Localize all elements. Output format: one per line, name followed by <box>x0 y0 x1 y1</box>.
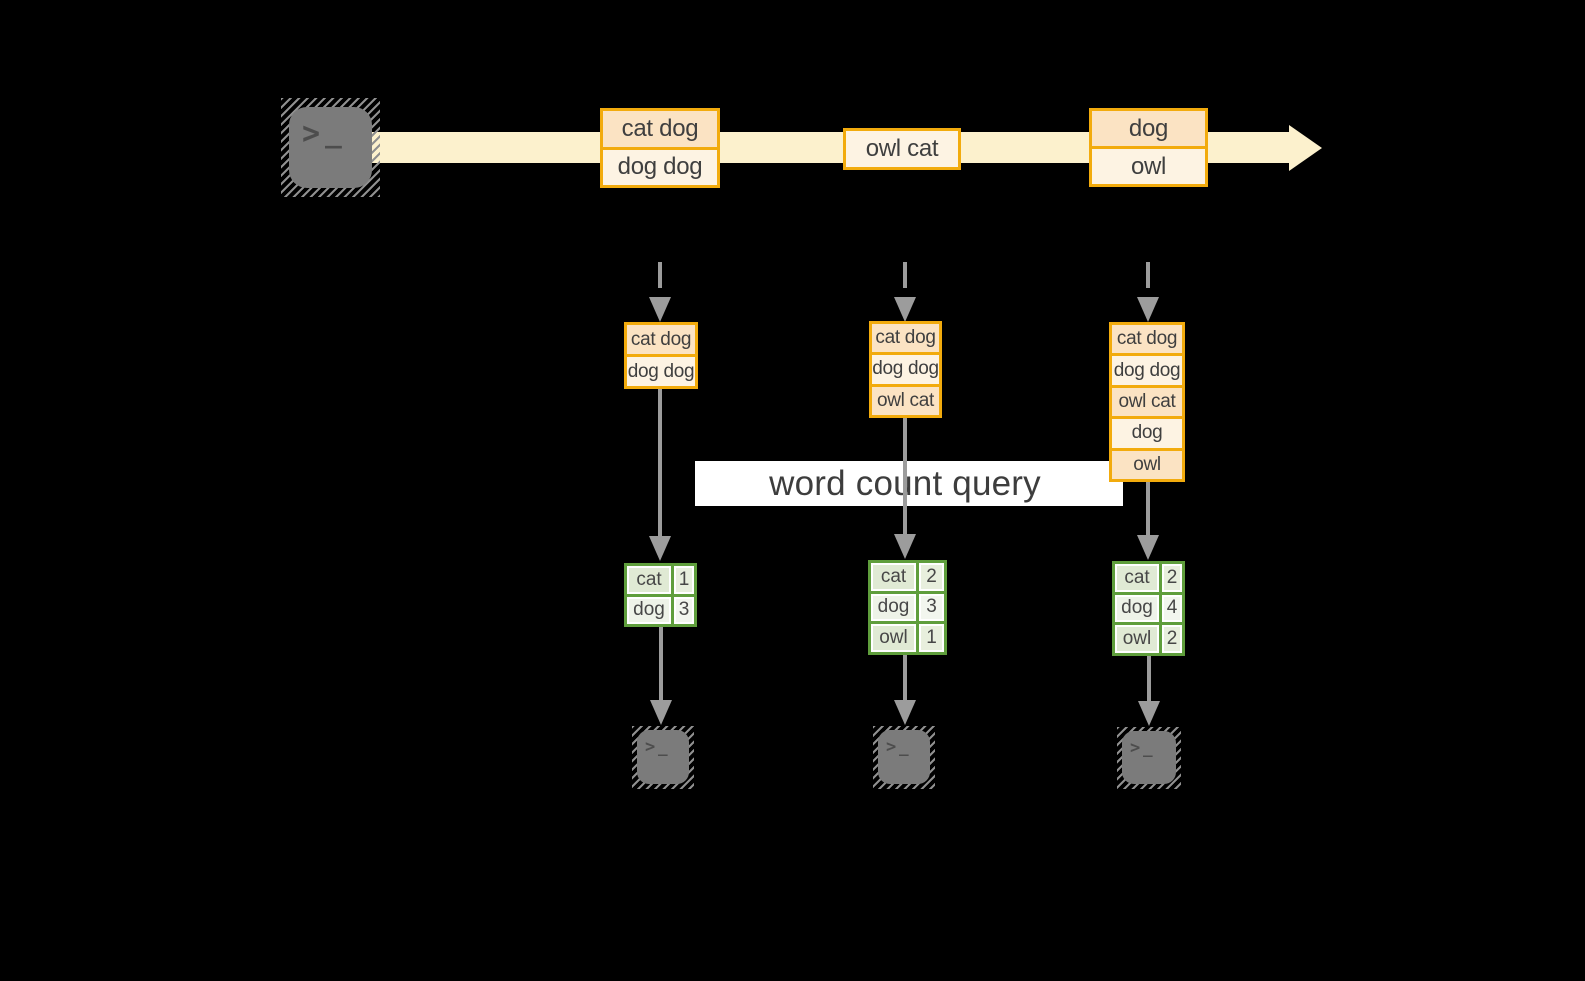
count-cell: 2 <box>919 563 944 591</box>
prompt-chevron-icon: > <box>1130 738 1141 758</box>
terminal-screen: > _ <box>1122 731 1176 784</box>
output-terminal-icon-3: > _ <box>1117 727 1181 789</box>
buffer-cell: owl cat <box>1112 384 1182 417</box>
stream-event-cell: owl cat <box>846 131 958 167</box>
buffer-box-1: cat dog dog dog <box>624 322 698 389</box>
word-cell: owl <box>1115 625 1159 653</box>
buffer-cell: cat dog <box>872 324 939 353</box>
prompt-underscore-icon: _ <box>325 116 342 149</box>
prompt-underscore-icon: _ <box>658 737 668 756</box>
buffer-cell: dog dog <box>872 352 939 384</box>
output-terminal-icon-2: > _ <box>873 726 935 789</box>
word-cell: cat <box>627 566 671 594</box>
buffer-cell: owl <box>1112 447 1182 480</box>
emit-arrow-2 <box>894 655 916 725</box>
query-arrow-3 <box>1137 482 1159 560</box>
word-cell: dog <box>1115 594 1159 623</box>
word-cell: cat <box>871 563 916 591</box>
prompt-chevron-icon: > <box>645 737 656 757</box>
count-cell: 2 <box>1162 625 1182 653</box>
count-cell: 2 <box>1162 564 1182 592</box>
query-arrow-1 <box>649 389 671 561</box>
emit-arrow-1 <box>650 627 672 725</box>
buffer-cell: owl cat <box>872 383 939 415</box>
buffer-cell: dog dog <box>627 354 695 386</box>
prompt-underscore-icon: _ <box>899 737 909 756</box>
query-banner: word count query <box>695 461 1123 506</box>
buffer-cell: dog <box>1112 416 1182 448</box>
count-cell: 1 <box>674 566 694 594</box>
terminal-screen: > _ <box>289 107 372 188</box>
stream-event-box-2: owl cat <box>843 128 961 170</box>
word-cell: cat <box>1115 564 1159 592</box>
buffer-cell: cat dog <box>627 325 695 354</box>
count-cell: 1 <box>919 624 944 652</box>
source-terminal-icon: > _ <box>281 98 380 197</box>
prompt-underscore-icon: _ <box>1143 738 1153 757</box>
word-cell: dog <box>627 596 671 624</box>
stream-event-cell: dog dog <box>603 146 717 185</box>
stream-event-box-3: dog owl <box>1089 108 1208 187</box>
stream-arrowhead <box>1289 125 1322 171</box>
ingest-arrow-2 <box>894 262 916 322</box>
stream-event-cell: dog <box>1092 111 1205 146</box>
prompt-chevron-icon: > <box>302 115 321 152</box>
prompt-chevron-icon: > <box>886 737 897 757</box>
count-cell: 4 <box>1162 594 1182 623</box>
buffer-box-2: cat dog dog dog owl cat <box>869 321 942 418</box>
ingest-arrow-1 <box>649 262 671 322</box>
output-terminal-icon-1: > _ <box>632 726 694 789</box>
count-table-3: cat 2 dog 4 owl 2 <box>1112 561 1185 656</box>
count-table-1: cat 1 dog 3 <box>624 563 697 627</box>
buffer-cell: cat dog <box>1112 325 1182 354</box>
query-arrow-2 <box>894 418 916 559</box>
word-cell: owl <box>871 624 916 652</box>
emit-arrow-3 <box>1138 656 1160 726</box>
terminal-screen: > _ <box>878 730 930 784</box>
count-table-2: cat 2 dog 3 owl 1 <box>868 560 947 655</box>
stream-event-cell: owl <box>1092 146 1205 184</box>
stream-event-box-1: cat dog dog dog <box>600 108 720 188</box>
terminal-screen: > _ <box>637 730 689 784</box>
ingest-arrow-3 <box>1137 262 1159 322</box>
count-cell: 3 <box>674 596 694 624</box>
buffer-box-3: cat dog dog dog owl cat dog owl <box>1109 322 1185 482</box>
buffer-cell: dog dog <box>1112 353 1182 385</box>
stream-event-cell: cat dog <box>603 111 717 147</box>
count-cell: 3 <box>919 593 944 622</box>
word-cell: dog <box>871 593 916 622</box>
